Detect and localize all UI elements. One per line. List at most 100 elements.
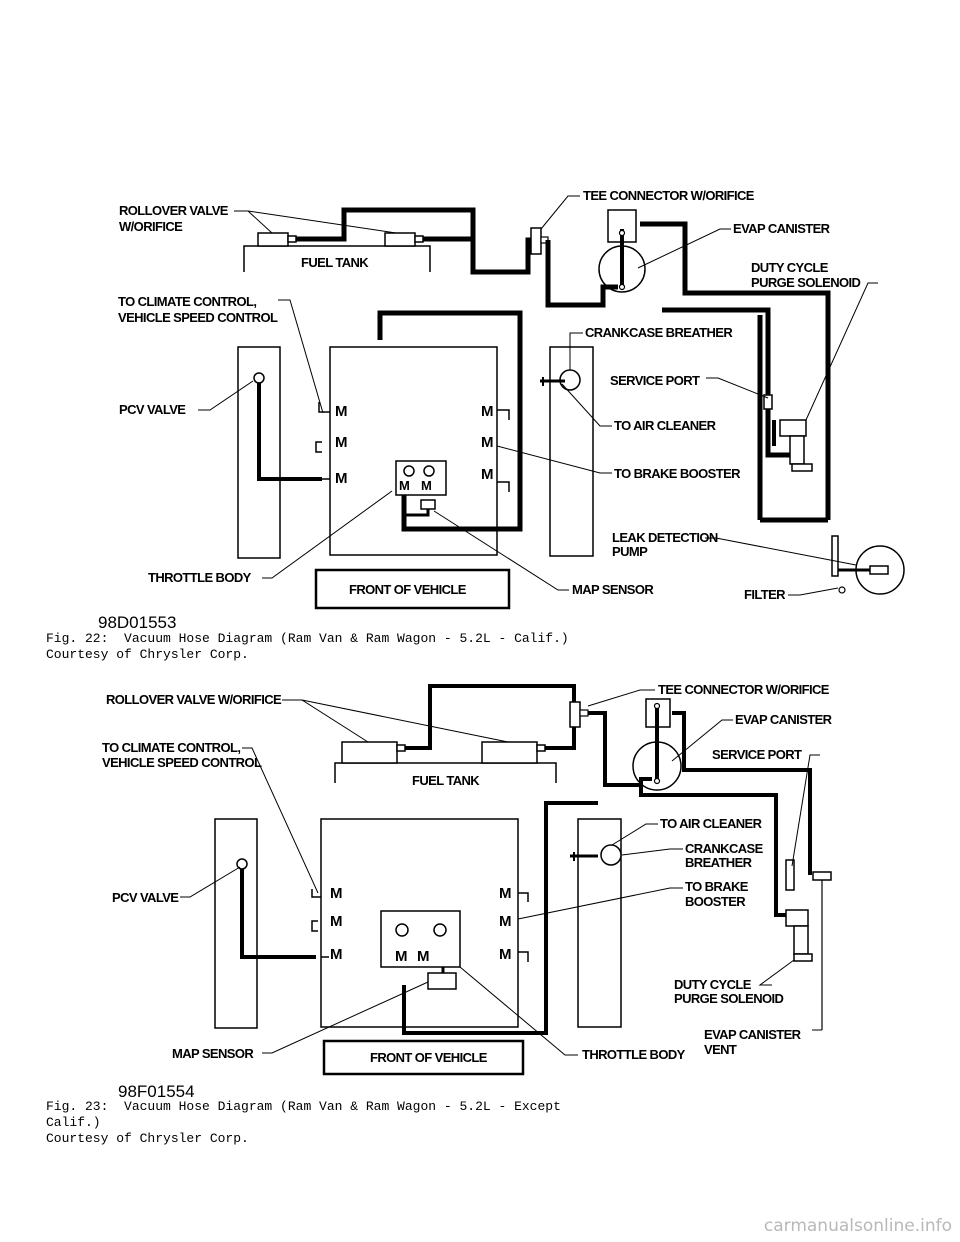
fig22-leak-label-2: PUMP [612,544,648,559]
fig23-crankcase-label-2: BREATHER [685,855,753,870]
fig23-id: 98F01554 [118,1082,195,1101]
svg-text:M: M [330,885,343,902]
fig23-pcv-label: PCV VALVE [112,890,179,905]
fig23-purge-hoses [402,711,812,1035]
fig23-rollover-label: ROLLOVER VALVE W/ORIFICE [106,692,282,707]
fig23-caption-line-3: Courtesy of Chrysler Corp. [46,1131,249,1146]
svg-text:M: M [335,470,348,487]
fig22-pcv-label: PCV VALVE [119,402,186,417]
fig22-front-label: FRONT OF VEHICLE [349,582,467,597]
fig22-crankcase-label: CRANKCASE BREATHER [585,325,733,340]
fig23-pcv-hose [240,866,316,959]
svg-text:M: M [335,403,348,420]
svg-text:M: M [417,948,430,965]
fig23-brake-label-1: TO BRAKE [685,879,749,894]
fig22-labels: ROLLOVER VALVE W/ORIFICE TEE CONNECTOR W… [98,188,861,632]
fig22-leak-detection-pump [757,315,905,595]
svg-text:M: M [481,434,494,451]
fig23-pcv-valve-icon [236,858,248,870]
fig22-manifold-connectors [315,402,510,492]
fig22-fuel-vapor-hose [296,207,535,275]
fig22-fuel-tank-label: FUEL TANK [301,255,369,270]
fig22-m-ports: M M M M M M [335,403,494,487]
fig23-leader-lines [180,689,822,1056]
fig22-tee-label: TEE CONNECTOR W/ORIFICE [583,188,755,203]
fig22-pcv-valve-icon [253,372,265,384]
fig22-fuel-tank [243,232,431,272]
fig22-evap-label: EVAP CANISTER [733,221,831,236]
figure-23: M M M M M M M M [102,682,833,1101]
fig22-leader-lines [198,195,878,596]
fig23-climate-label-1: TO CLIMATE CONTROL, [102,740,240,755]
fig23-brake-label-2: BOOSTER [685,894,746,909]
svg-text:M: M [395,948,408,965]
fig23-fuel-tank [334,741,557,783]
fig22-climate-label-1: TO CLIMATE CONTROL, [118,294,256,309]
fig23-front-box [322,1039,525,1076]
fig23-throttle-label: THROTTLE BODY [582,1047,686,1062]
fig23-evap-canister [632,698,682,791]
fig22-id: 98D01553 [98,613,176,632]
fig23-caption-line-1: Fig. 23: Vacuum Hose Diagram (Ram Van & … [46,1099,561,1114]
fig22-pcv-hose [257,380,322,481]
fig23-vent-label-1: EVAP CANISTER [704,1027,802,1042]
figure-22: M M M M M M M M [98,188,905,632]
fig23-climate-label-2: VEHICLE SPEED CONTROL [102,755,262,770]
fig22-rollover-label-1: ROLLOVER VALVE [119,203,229,218]
fig22-throttle-body: M M [395,460,447,517]
fig22-duty-label-2: PURGE SOLENOID [751,275,861,290]
fig22-service-port-label: SERVICE PORT [610,373,700,388]
fig23-service-port-label: SERVICE PORT [712,747,802,762]
fig22-duty-label-1: DUTY CYCLE [751,260,829,275]
fig22-evap-canister [598,209,646,293]
fig23-manifold-connectors [311,889,529,962]
fig22-map-label: MAP SENSOR [572,582,654,597]
fig23-crankcase-breather [570,844,622,866]
fig23-tee-connector [569,701,589,728]
fig23-labels: ROLLOVER VALVE W/ORIFICE TEE CONNECTOR W… [102,682,833,1101]
fig22-leak-label-1: LEAK DETECTION [612,530,718,545]
fig23-fuel-vapor-hose [405,684,576,750]
fig22-purge-hoses [377,221,831,532]
fig23-tee-label: TEE CONNECTOR W/ORIFICE [658,682,830,697]
fig23-vent-label-2: VENT [704,1042,737,1057]
svg-text:M: M [330,946,343,963]
fig23-map-label: MAP SENSOR [172,1046,254,1061]
fig23-front-label: FRONT OF VEHICLE [370,1050,488,1065]
svg-text:M: M [330,913,343,930]
fig23-engine [214,818,622,1029]
fig22-caption-line-2: Courtesy of Chrysler Corp. [46,647,249,662]
svg-text:M: M [399,478,409,493]
svg-text:M: M [499,913,512,930]
fig23-crankcase-label-1: CRANKCASE [685,841,764,856]
fig22-tee-connector [530,227,549,255]
fig22-engine [237,346,594,559]
svg-text:M: M [499,946,512,963]
fig23-throttle-body: M M [380,910,461,990]
fig22-purge-solenoid [763,394,813,472]
fig23-caption-line-2: Calif.) [46,1115,101,1130]
fig23-fuel-tank-label: FUEL TANK [412,773,480,788]
svg-text:M: M [481,403,494,420]
fig22-crankcase-breather [540,369,581,391]
svg-text:M: M [335,434,348,451]
svg-text:M: M [481,466,494,483]
fig22-front-box [314,568,511,610]
fig22-climate-label-2: VEHICLE SPEED CONTROL [118,310,278,325]
fig22-brake-label: TO BRAKE BOOSTER [614,466,741,481]
watermark: carmanualsonline.info [763,1216,952,1236]
svg-text:M: M [421,478,431,493]
fig22-throttle-label: THROTTLE BODY [148,570,252,585]
fig23-air-cleaner-label: TO AIR CLEANER [660,816,763,831]
fig23-evap-label: EVAP CANISTER [735,712,833,727]
fig23-duty-label-2: PURGE SOLENOID [674,991,784,1006]
fig22-air-cleaner-label: TO AIR CLEANER [614,418,717,433]
fig23-m-ports: M M M M M M [330,885,512,963]
fig23-purge-solenoid [785,859,832,1030]
svg-text:M: M [499,885,512,902]
fig22-caption-line-1: Fig. 22: Vacuum Hose Diagram (Ram Van & … [46,631,569,646]
fig22-rollover-label-2: W/ORIFICE [119,219,183,234]
fig22-filter-label: FILTER [744,587,786,602]
